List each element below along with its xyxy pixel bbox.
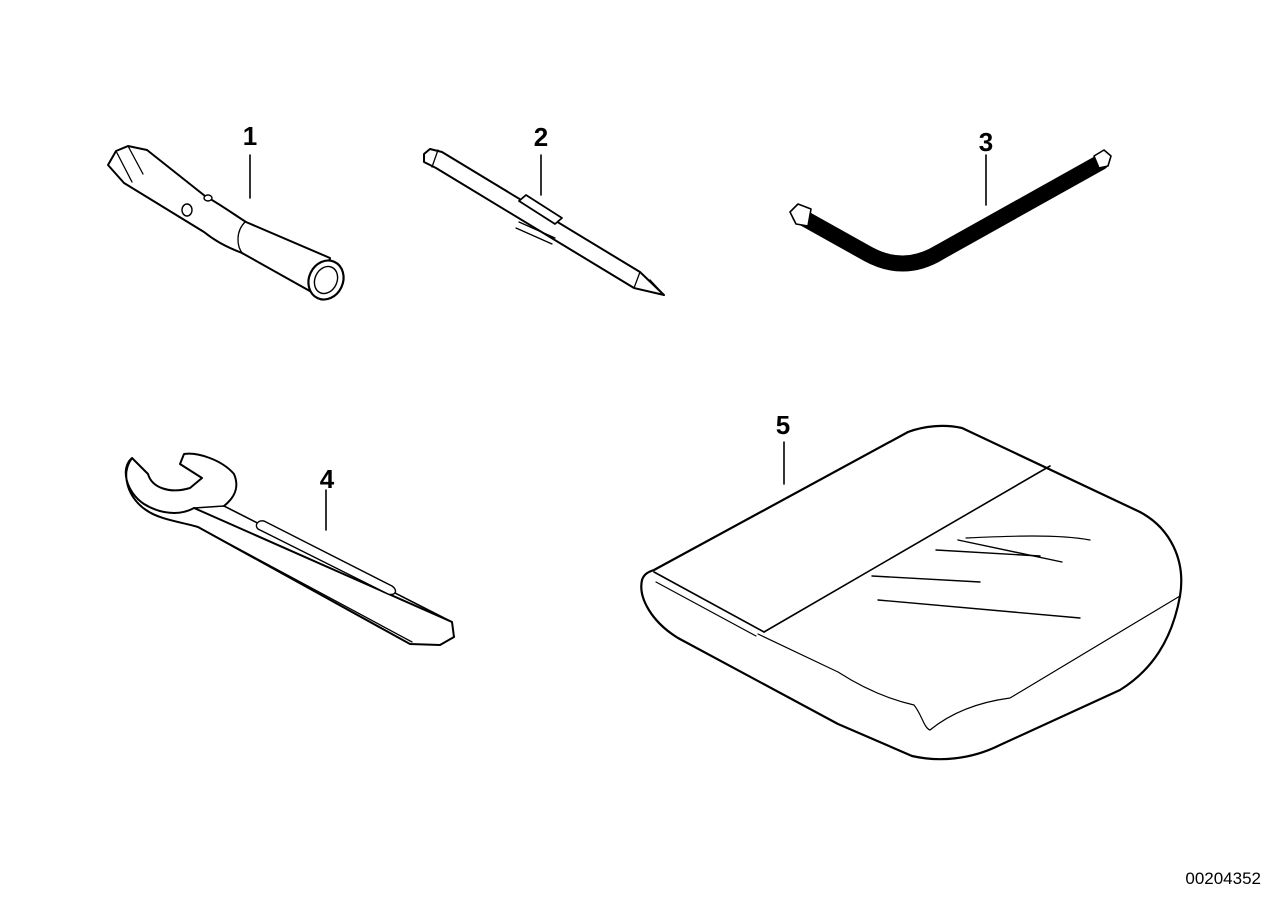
drawing-id: 00204352 — [1185, 869, 1261, 888]
hex-key-icon — [789, 149, 1112, 272]
part-number-4: 4 — [320, 464, 335, 494]
part-number-3: 3 — [979, 127, 993, 157]
open-end-wrench-icon — [124, 452, 455, 646]
tool-kit-case-icon — [640, 424, 1183, 761]
part-number-5: 5 — [776, 410, 790, 440]
screwdriver-bit-icon — [423, 148, 665, 296]
part-number-1: 1 — [243, 121, 257, 151]
part-number-2: 2 — [534, 122, 548, 152]
socket-wrench-tube-icon — [107, 145, 345, 301]
